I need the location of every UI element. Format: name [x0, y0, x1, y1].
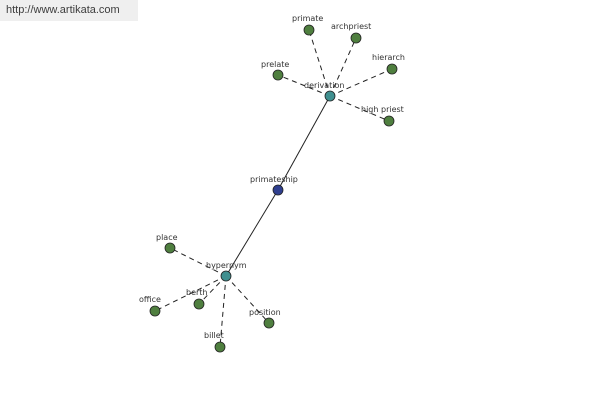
- node-high-priest[interactable]: high priest: [361, 105, 404, 127]
- node-label: office: [139, 295, 161, 304]
- node-dot[interactable]: [272, 184, 284, 196]
- node-position[interactable]: position: [249, 308, 281, 329]
- node-label: derivation: [304, 81, 344, 90]
- node-primate[interactable]: primate: [292, 14, 323, 36]
- node-berth[interactable]: berth: [186, 288, 208, 310]
- node-dot[interactable]: [383, 115, 395, 127]
- node-hypernym[interactable]: hypernym: [206, 261, 247, 282]
- edge-derivation-primate: [308, 29, 331, 97]
- node-prelate[interactable]: prelate: [261, 60, 289, 81]
- node-label: hypernym: [206, 261, 247, 270]
- node-dot[interactable]: [149, 305, 161, 317]
- edge-hypernym-place: [169, 247, 227, 277]
- node-primateship[interactable]: primateship: [250, 175, 298, 196]
- node-label: primateship: [250, 175, 298, 184]
- node-label: primate: [292, 14, 323, 23]
- node-label: prelate: [261, 60, 289, 69]
- edge-primateship-hypernym: [225, 189, 279, 277]
- node-hierarch[interactable]: hierarch: [372, 53, 405, 75]
- node-dot[interactable]: [193, 298, 205, 310]
- edge-derivation-prelate: [277, 74, 331, 97]
- node-derivation[interactable]: derivation: [304, 81, 344, 102]
- node-label: hierarch: [372, 53, 405, 62]
- node-place[interactable]: place: [156, 233, 178, 254]
- edge-hypernym-billet: [219, 275, 227, 348]
- edge-hypernym-office: [154, 275, 227, 312]
- node-dot[interactable]: [263, 317, 275, 329]
- node-dot[interactable]: [303, 24, 315, 36]
- node-dot[interactable]: [272, 69, 284, 81]
- edge-derivation-archpriest: [329, 37, 357, 97]
- node-label: berth: [186, 288, 208, 297]
- edge-hypernym-position: [225, 275, 270, 324]
- node-label: high priest: [361, 105, 404, 114]
- node-dot[interactable]: [164, 242, 176, 254]
- node-label: billet: [204, 331, 224, 340]
- node-label: place: [156, 233, 178, 242]
- graph-nodes: primateship derivation hypernym primate arch…: [139, 14, 405, 353]
- node-dot[interactable]: [324, 90, 336, 102]
- edge-hypernym-berth: [198, 275, 227, 305]
- edge-derivation-hierarch: [329, 68, 393, 97]
- node-office[interactable]: office: [139, 295, 161, 317]
- node-label: archpriest: [331, 22, 371, 31]
- graph-edges: [154, 29, 393, 348]
- node-dot[interactable]: [220, 270, 232, 282]
- node-dot[interactable]: [214, 341, 226, 353]
- node-dot[interactable]: [386, 63, 398, 75]
- edge-primateship-derivation: [277, 95, 331, 191]
- node-billet[interactable]: billet: [204, 331, 226, 353]
- node-archpriest[interactable]: archpriest: [331, 22, 371, 44]
- source-url-banner[interactable]: http://www.artikata.com: [0, 0, 138, 21]
- edge-derivation-high_priest: [329, 95, 390, 122]
- node-dot[interactable]: [350, 32, 362, 44]
- node-label: position: [249, 308, 281, 317]
